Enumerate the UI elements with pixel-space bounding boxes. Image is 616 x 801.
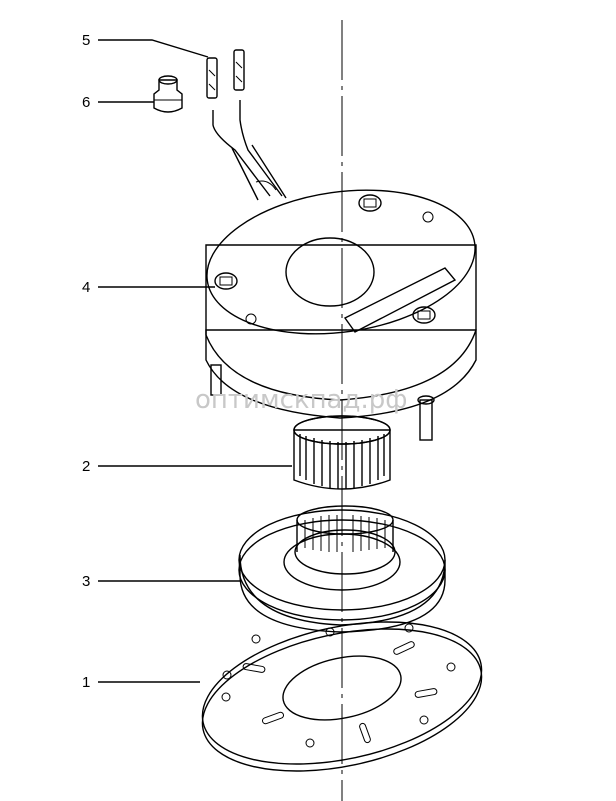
- cable-assembly: [212, 100, 287, 201]
- part-6-grommet: [153, 75, 183, 113]
- part-4-housing: [205, 189, 477, 441]
- screw-left: [214, 272, 238, 290]
- part-5-terminals: [206, 49, 245, 99]
- screw-top-right: [358, 194, 382, 212]
- callout-1: 1: [82, 674, 90, 691]
- callout-4: 4: [82, 279, 90, 296]
- watermark: оптимскпад.рф: [195, 385, 407, 415]
- part-1-base-plate: [201, 621, 483, 772]
- callout-5: 5: [82, 32, 90, 49]
- part-3-splined-hub: [238, 505, 446, 633]
- callout-6: 6: [82, 94, 90, 111]
- callout-2: 2: [82, 458, 90, 475]
- callout-3: 3: [82, 573, 90, 590]
- leader-lines: [98, 39, 292, 683]
- part-2-spur-gear: [293, 415, 391, 490]
- screw-right: [412, 306, 436, 324]
